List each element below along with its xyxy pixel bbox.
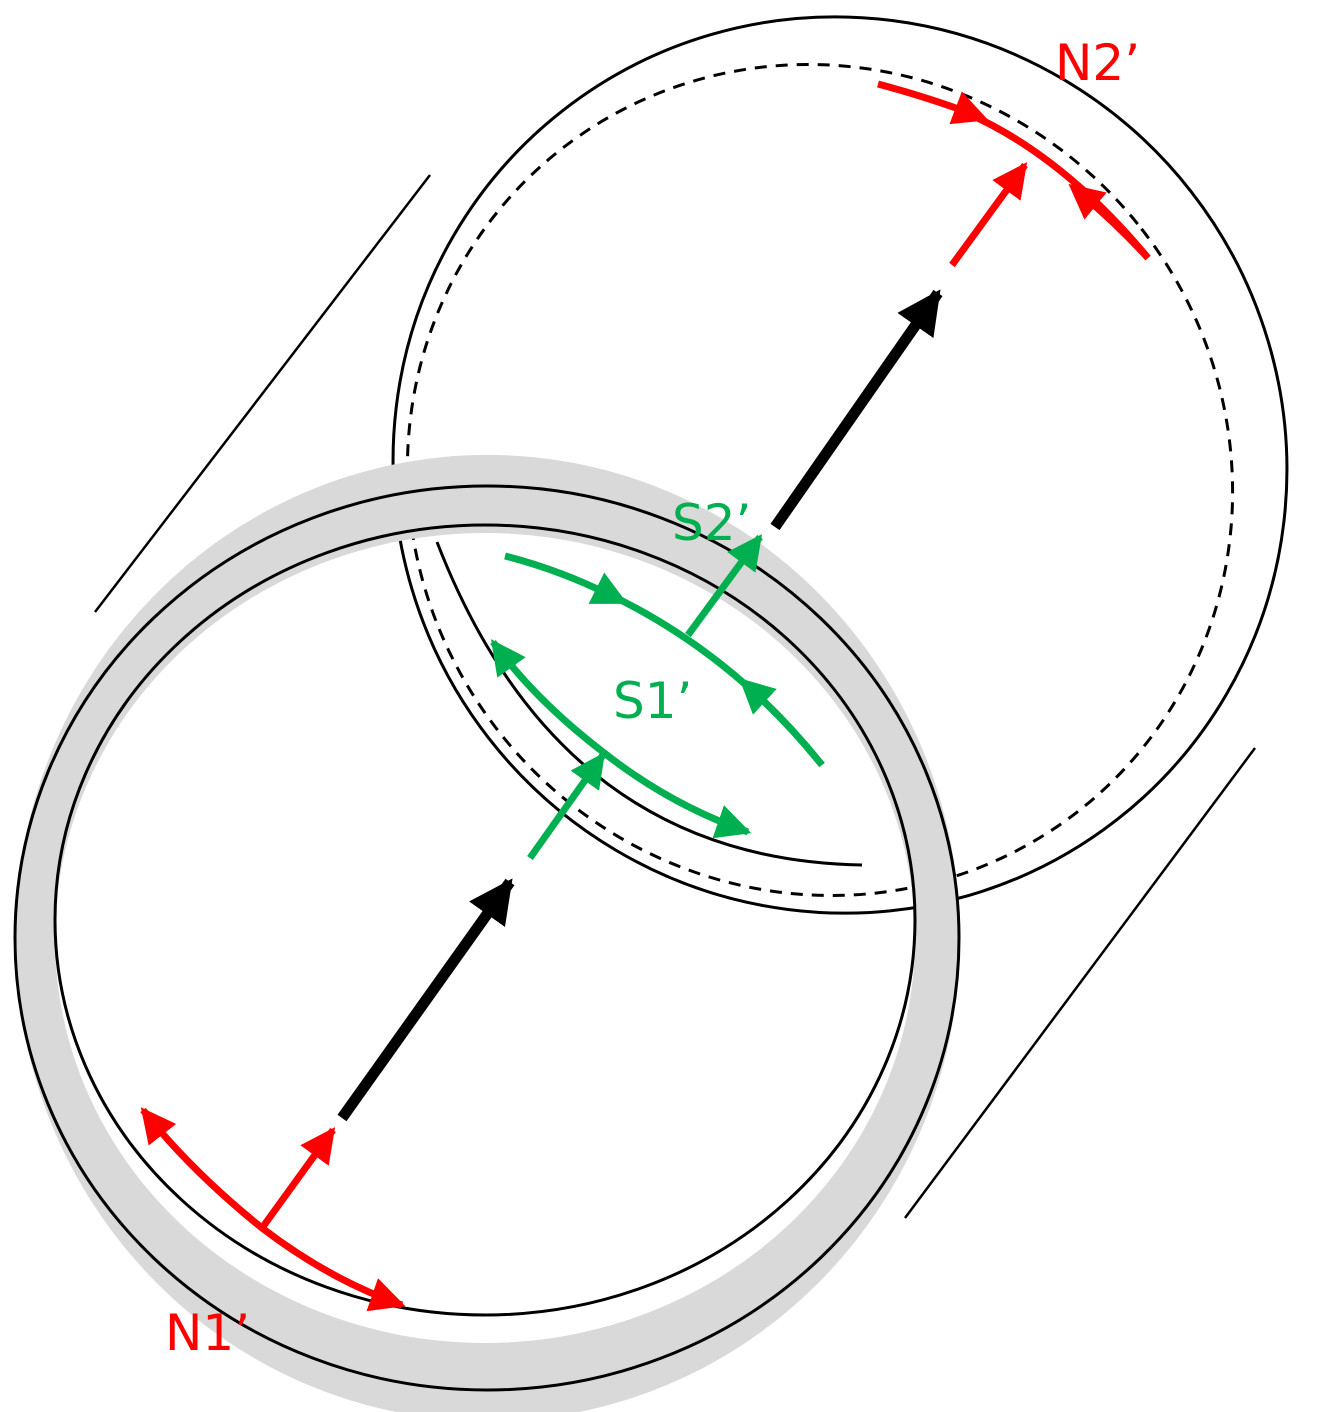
label-n1: N1’ [165,1304,250,1362]
n2-radial-arrow [949,162,1028,268]
label-n2: N2’ [1055,34,1140,92]
back-end [391,15,1289,915]
axis-arrow-lower [337,878,515,1122]
front-ring-fill [15,454,960,1412]
front-inner-ellipse [53,523,917,1317]
front-outer-ellipse [13,484,961,1392]
label-s1: S1’ [613,672,692,730]
cylinder-edge-top [94,174,431,613]
axis-arrow-upper [770,289,943,531]
s2-radial-arrow [685,534,763,638]
label-s2: S2’ [672,494,751,552]
back-inner-dashed-ellipse [405,63,1235,897]
back-outer-ellipse [391,15,1289,915]
n1-pole-group [140,1107,406,1312]
n2-arc-left [877,80,989,125]
s1-radial-arrow [527,752,606,861]
n1-arc-upper [140,1107,265,1231]
s2-arc-right [739,678,825,768]
n2-arc-right [1068,183,1151,261]
n1-arc-lower [259,1225,406,1312]
s-poles-group [490,534,825,861]
s1-arc-lower [600,749,752,839]
s1-arc-upper [490,639,606,755]
n1-radial-arrow [259,1127,336,1231]
n2-arc-main [958,106,1151,261]
front-ring [13,454,961,1412]
cylinder-edge-bottom [903,747,1257,1219]
s2-arc-left [504,552,628,604]
n2-pole-group [877,80,1151,268]
